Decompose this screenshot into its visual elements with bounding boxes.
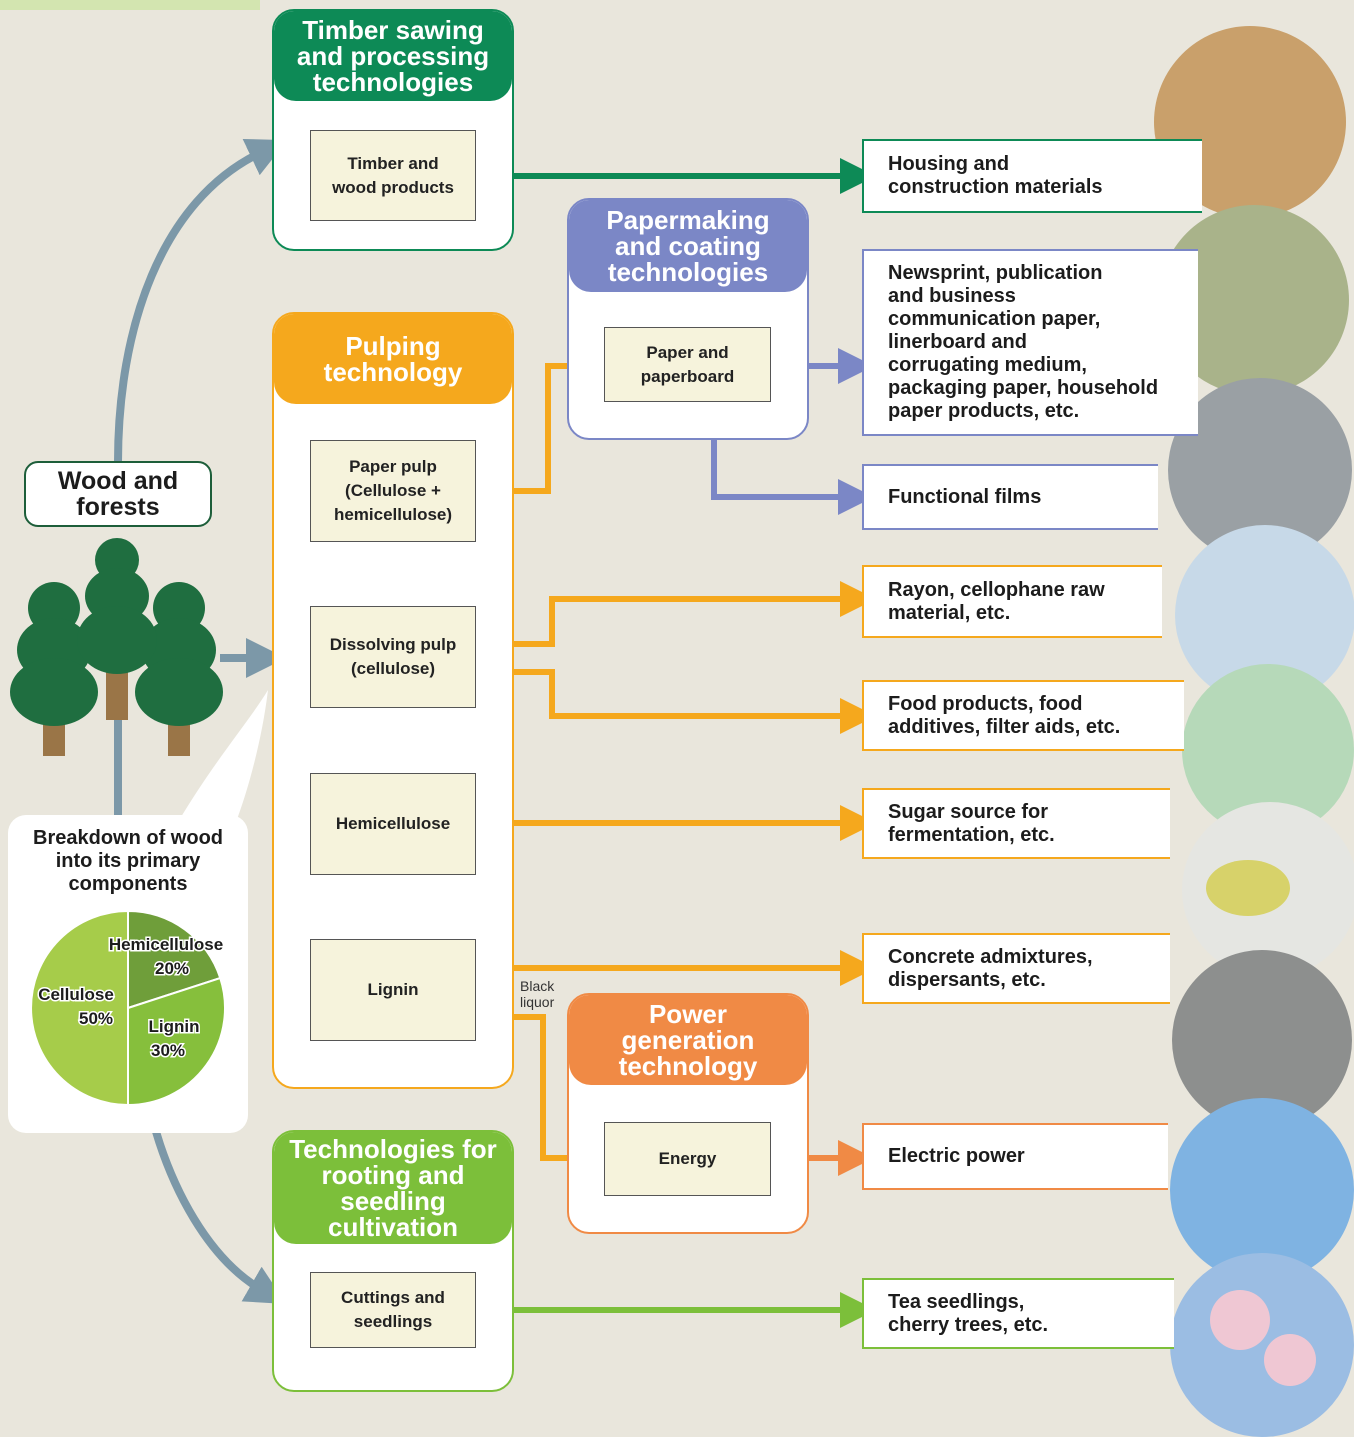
seedling-group: Technologies for rooting and seedling cu… <box>272 1130 514 1392</box>
power-group-title: Power generation technology <box>569 995 807 1085</box>
pie-slice-hemicellulose <box>127 909 222 1010</box>
papermaking-group: Papermaking and coating technologies <box>567 198 809 440</box>
breakdown-pie-chart: Hemicellulose 20% Lignin 30% Cellulose 50% <box>30 909 226 1107</box>
arrow-dissolving-food <box>476 669 876 734</box>
paper-products-output: Newsprint, publication and business comm… <box>862 249 1198 436</box>
rayon-output: Rayon, cellophane raw material, etc. <box>862 565 1162 638</box>
black-liquor-label: Black liquor <box>520 978 555 1010</box>
hemicellulose-box: Hemicellulose <box>310 773 476 875</box>
cuttings-seedlings-box: Cuttings and seedlings <box>310 1272 476 1348</box>
timber-group-title: Timber sawing and processing technologie… <box>274 11 512 101</box>
timber-products-box: Timber and wood products <box>310 130 476 221</box>
pie-label-value: 30% <box>151 1041 185 1060</box>
tablets-photo <box>1182 664 1354 836</box>
lumber-photo <box>1154 26 1346 218</box>
wood-breakdown-panel: Breakdown of wood into its primary compo… <box>8 815 248 1133</box>
papermaking-group-title: Papermaking and coating technologies <box>569 200 807 292</box>
roller-photo <box>1168 378 1352 562</box>
paper-pulp-box: Paper pulp (Cellulose + hemicellulose) <box>310 440 476 542</box>
pie-label-name: Hemicellulose <box>109 935 223 954</box>
wood-and-forests-label: Wood and forests <box>24 461 212 527</box>
sugar-output: Sugar source for fermentation, etc. <box>862 788 1170 859</box>
tree-icon <box>10 582 98 756</box>
fabric-photo <box>1175 525 1354 705</box>
writing-photo <box>1159 205 1349 395</box>
breakdown-title: Breakdown of wood into its primary compo… <box>33 827 223 895</box>
functional-films-output: Functional films <box>862 464 1158 530</box>
lignin-box: Lignin <box>310 939 476 1041</box>
pulping-group-title: Pulping technology <box>274 314 512 404</box>
energy-box: Energy <box>604 1122 771 1196</box>
pie-label-name: Cellulose <box>38 985 114 1004</box>
seedling-group-title: Technologies for rooting and seedling cu… <box>274 1132 512 1244</box>
arrow-dissolving-rayon <box>476 581 876 647</box>
tea-seedlings-output: Tea seedlings, cherry trees, etc. <box>862 1278 1174 1349</box>
housing-output: Housing and construction materials <box>862 139 1202 213</box>
electric-power-output: Electric power <box>862 1123 1168 1190</box>
photo-strip <box>1154 26 1354 1437</box>
concrete-output: Concrete admixtures, dispersants, etc. <box>862 933 1170 1004</box>
power-tower-photo <box>1170 1098 1354 1282</box>
pie-label-value: 20% <box>155 959 189 978</box>
pie-slice-lignin <box>127 976 226 1107</box>
concrete-photo <box>1172 950 1352 1130</box>
pie-label-name: Lignin <box>149 1017 200 1036</box>
pie-slice-cellulose <box>30 909 129 1107</box>
arrow-to-seedling <box>146 1109 287 1305</box>
paper-paperboard-box: Paper and paperboard <box>604 327 771 402</box>
tree-icon <box>135 582 223 756</box>
tree-icon <box>77 538 157 720</box>
cherry-photo <box>1170 1253 1354 1437</box>
dissolving-pulp-box: Dissolving pulp (cellulose) <box>310 606 476 708</box>
food-output: Food products, food additives, filter ai… <box>862 680 1184 751</box>
arrow-paper-films <box>711 440 874 515</box>
arrow-to-timber <box>114 139 288 463</box>
power-group: Power generation technology <box>567 993 809 1234</box>
pie-label-value: 50% <box>79 1009 113 1028</box>
callout-tail <box>178 690 268 822</box>
